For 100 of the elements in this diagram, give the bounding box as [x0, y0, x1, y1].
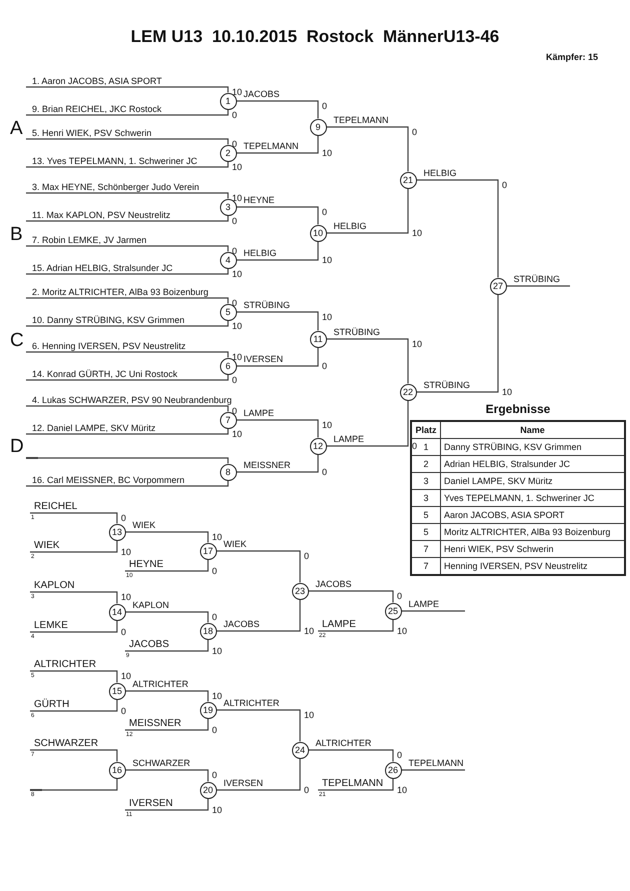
bracket-line	[236, 136, 319, 154]
score: 10	[121, 672, 132, 681]
winner-name: WIEK	[224, 540, 247, 549]
score: 0	[232, 111, 238, 120]
score: 10	[322, 149, 332, 158]
bracket-line	[26, 162, 229, 168]
score: 10	[232, 270, 242, 279]
match-number-circle: 14	[108, 604, 126, 620]
bracket-line	[308, 749, 394, 762]
match-number-circle: 23	[292, 582, 308, 600]
winner-name: JACOBS	[316, 580, 352, 589]
competitor-name: WIEK	[30, 540, 60, 552]
score: 0	[304, 786, 310, 795]
score: 10	[232, 430, 242, 439]
table-heading: Ergebnisse	[484, 403, 552, 415]
bracket-line	[416, 294, 499, 393]
score: 0	[212, 613, 218, 622]
rank-number: 7	[411, 540, 440, 558]
match-number-circle: 11	[310, 330, 326, 348]
winner-name: STRÜBING	[424, 381, 470, 390]
score: 10	[212, 533, 222, 542]
match-number-circle: 12	[310, 438, 326, 454]
rank-number: 3	[411, 472, 440, 490]
score: 10	[322, 256, 332, 265]
score: 10	[412, 340, 422, 349]
score: 0	[412, 442, 418, 451]
bracket-line	[125, 798, 209, 811]
competitor-name: 4. Lukas SCHWARZER, PSV 90 Neubrandenburg	[26, 394, 232, 406]
bracket-line	[30, 540, 118, 553]
winner-name: STRÜBING	[514, 275, 560, 284]
bracket-line	[326, 400, 409, 447]
bracket-line	[26, 86, 229, 92]
competitor-name: ALTRICHTER	[30, 659, 96, 671]
bracket-line	[402, 610, 465, 612]
bracket-line	[236, 100, 319, 118]
match-number-circle: 18	[200, 622, 216, 640]
match-number-circle: 24	[292, 742, 308, 758]
score: 0	[322, 362, 328, 371]
competitor-name: JACOBS	[125, 639, 170, 651]
bracket-line	[26, 320, 229, 327]
competitor-name: 6. Henning IVERSEN, PSV Neustrelitz	[26, 340, 186, 352]
score: 10	[412, 229, 422, 238]
score: 0	[232, 376, 238, 385]
rank-number: 3	[411, 490, 440, 506]
competitor-name: IVERSEN	[125, 798, 173, 810]
bracket-line	[125, 718, 209, 731]
bracket-line	[26, 110, 229, 116]
winner-name: IVERSEN	[244, 355, 284, 364]
winner-name: TEPELMANN	[244, 142, 299, 151]
bracket-line	[126, 690, 209, 702]
rank-number: 5	[411, 506, 440, 524]
match-number-circle: 8	[220, 464, 236, 480]
winner-name: HELBIG	[424, 169, 457, 178]
score: 0	[322, 208, 328, 217]
competitor-name: TEPELMANN	[318, 778, 384, 790]
competitor-name: 5. Henri WIEK, PSV Schwerin	[26, 127, 152, 139]
winner-name: STRÜBING	[334, 328, 380, 337]
bracket-line	[308, 590, 394, 602]
winner-name: HELBIG	[244, 249, 277, 258]
score: 10	[121, 593, 132, 602]
bracket-line	[318, 778, 394, 791]
bracket-line	[236, 419, 319, 438]
title: LEM U13 10.10.2015 Rostock MännerU13-46	[130, 28, 500, 45]
bracket-line	[236, 348, 319, 367]
score: 0	[121, 707, 126, 716]
match-number-circle: 15	[108, 682, 126, 700]
winner-name: SCHWARZER	[132, 759, 190, 768]
bracket-line	[236, 311, 319, 330]
bracket-line	[216, 758, 301, 791]
competitor-name: 9. Brian REICHEL, JKC Rostock	[26, 103, 162, 115]
score: 0	[304, 552, 310, 561]
score: 10	[397, 786, 408, 795]
bracket-line	[416, 179, 499, 278]
column-header: Platz	[411, 421, 440, 438]
competitor-name: 13. Yves TEPELMANN, 1. Schweriner JC	[26, 155, 198, 167]
score: 0	[212, 567, 218, 576]
bracket-line	[26, 374, 229, 381]
winner-name: HELBIG	[334, 222, 367, 231]
bracket-line	[236, 454, 319, 473]
competitor-name: MEISSNER	[125, 718, 182, 730]
winner-name: KAPLON	[132, 601, 170, 610]
score: 0	[232, 217, 238, 226]
score: 10	[212, 647, 222, 656]
bracket-line	[26, 268, 229, 275]
match-number-circle: 21	[400, 172, 416, 188]
score: 10	[322, 313, 332, 322]
winner-name: TEPELMANN	[334, 116, 389, 125]
rank-number: 2	[411, 456, 440, 472]
bracket-line	[125, 560, 209, 572]
competitor-name: 3. Max HEYNE, Schönberger Judo Verein	[26, 181, 200, 193]
competitor-name: 10. Danny STRÜBING, KSV Grimmen	[26, 314, 185, 326]
bracket-line	[216, 709, 301, 742]
competitor-name: 11. Max KAPLON, PSV Neustrelitz	[26, 209, 170, 221]
score: 0	[322, 102, 328, 111]
competitor-name: SCHWARZER	[30, 738, 98, 750]
score: 0	[322, 468, 328, 477]
winner-name: LAMPE	[408, 600, 440, 609]
match-number-circle: 26	[384, 762, 402, 778]
bracket-line	[126, 769, 209, 782]
match-number-circle: 27	[490, 278, 506, 294]
